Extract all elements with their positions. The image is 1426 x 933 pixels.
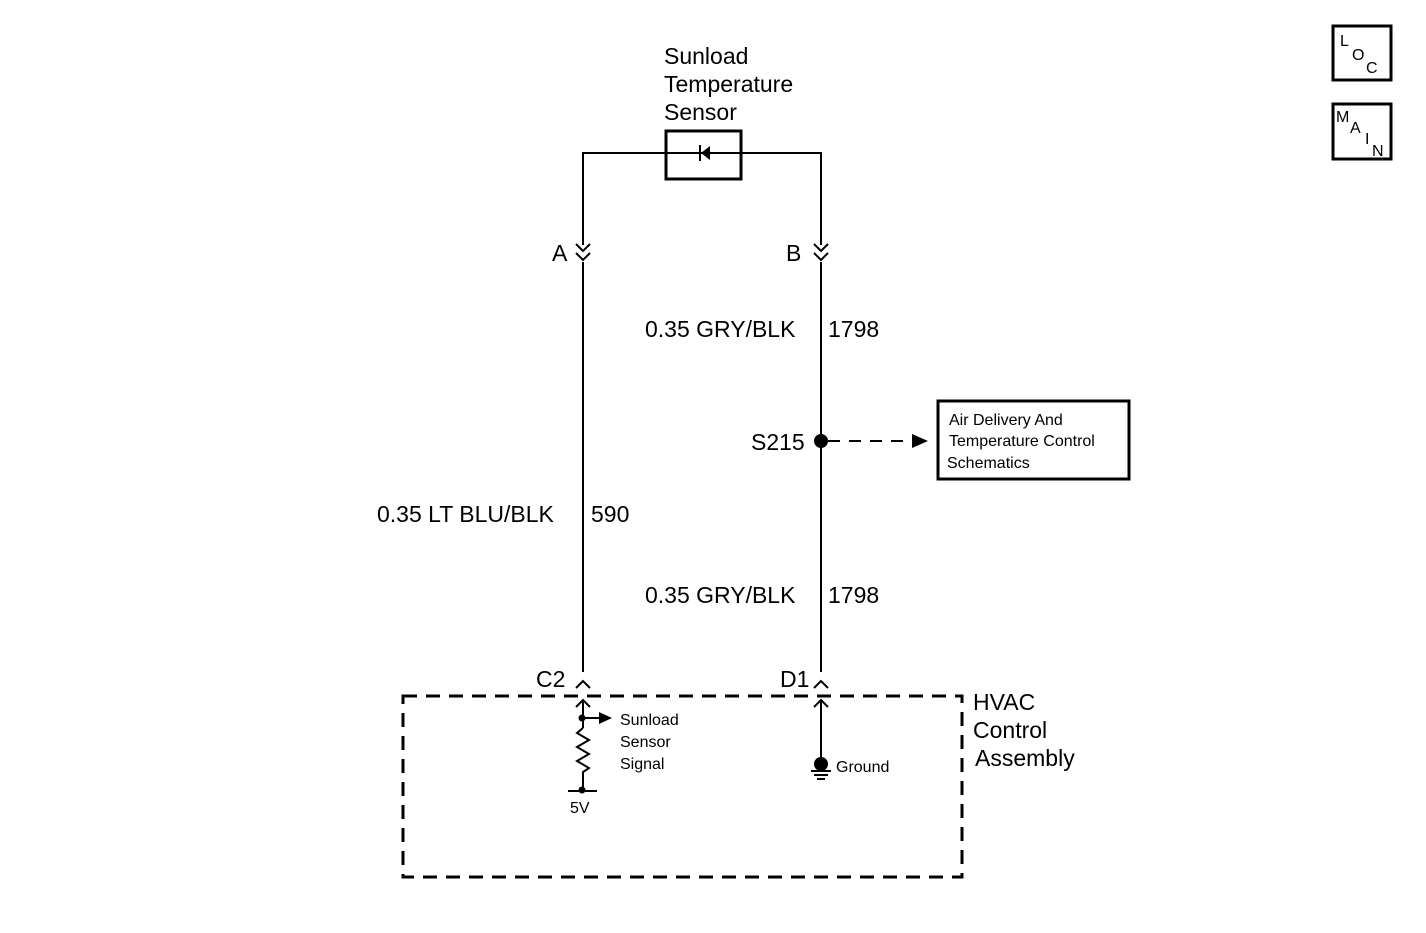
splice-label: S215 xyxy=(751,429,805,455)
wire-sensor-to-b xyxy=(741,152,822,245)
splice-s215: S215 xyxy=(751,429,928,455)
main-letter-3: I xyxy=(1365,131,1369,148)
connector-c2: C2 xyxy=(536,666,591,692)
connector-a-label: A xyxy=(552,240,568,266)
wire-circuit-upper: 1798 xyxy=(828,316,879,342)
main-letter-1: M xyxy=(1336,109,1349,126)
sensor-title-line-2: Temperature xyxy=(664,71,793,97)
reference-line-2: Temperature Control xyxy=(949,433,1095,450)
connector-b-icon xyxy=(813,243,829,262)
splice-dot-icon xyxy=(814,434,828,448)
reference-line-3: Schematics xyxy=(947,455,1030,472)
wire-sensor-to-a xyxy=(582,152,666,245)
connector-a-icon xyxy=(575,243,591,262)
reference-line-1: Air Delivery And xyxy=(949,412,1063,429)
main-letter-4: N xyxy=(1372,143,1384,160)
wire-circuit-left: 590 xyxy=(591,501,629,527)
reference-air-delivery-link[interactable]: Air Delivery And Temperature Control Sch… xyxy=(936,399,1131,481)
wire-circuit-lower: 1798 xyxy=(828,582,879,608)
hvac-control-assembly: HVAC Control Assembly Sunload Sensor Sig… xyxy=(401,689,1075,879)
connector-b: B xyxy=(786,240,829,266)
connector-b-label: B xyxy=(786,240,801,266)
supply-label: 5V xyxy=(570,800,590,817)
main-letter-2: A xyxy=(1350,120,1361,137)
ground-dot-icon xyxy=(814,757,828,771)
connector-c2-icon xyxy=(575,679,591,689)
signal-arrow-icon xyxy=(599,712,612,724)
ground-label: Ground xyxy=(836,759,889,776)
connector-d1: D1 xyxy=(780,666,829,692)
module-title-line-2: Control xyxy=(973,717,1047,743)
sunload-signal-circuit: Sunload Sensor Signal 5V xyxy=(568,698,679,817)
arrow-right-icon xyxy=(912,434,928,448)
ground-icon xyxy=(811,770,831,780)
main-button[interactable]: M A I N xyxy=(1331,102,1393,161)
sensor-title-line-1: Sunload xyxy=(664,43,748,69)
photodiode-icon xyxy=(666,145,741,161)
sensor-wiring xyxy=(582,152,822,672)
loc-button[interactable]: L O C xyxy=(1331,24,1393,82)
loc-letter-1: L xyxy=(1340,33,1349,50)
connector-d1-icon xyxy=(813,679,829,689)
loc-letter-2: O xyxy=(1352,47,1364,64)
resistor-icon xyxy=(575,727,591,790)
module-title-line-1: HVAC xyxy=(973,689,1035,715)
signal-label-line-3: Signal xyxy=(620,756,664,773)
connector-d1-label: D1 xyxy=(780,666,809,692)
connector-c2-label: C2 xyxy=(536,666,565,692)
loc-letter-3: C xyxy=(1366,60,1378,77)
sensor-body xyxy=(664,129,743,181)
ground-circuit: Ground xyxy=(811,698,889,780)
loc-button-frame[interactable] xyxy=(1331,24,1393,82)
signal-label-line-2: Sensor xyxy=(620,734,671,751)
module-boundary xyxy=(401,694,964,879)
sunload-temperature-sensor: Sunload Temperature Sensor xyxy=(664,43,793,181)
sensor-title-line-3: Sensor xyxy=(664,99,737,125)
connector-a: A xyxy=(552,240,591,266)
reference-box[interactable] xyxy=(936,399,1131,481)
main-button-frame[interactable] xyxy=(1331,102,1393,161)
signal-label-line-1: Sunload xyxy=(620,712,679,729)
wire-label-left: 0.35 LT BLU/BLK xyxy=(377,501,555,527)
wire-label-upper: 0.35 GRY/BLK xyxy=(645,316,796,342)
wire-label-lower: 0.35 GRY/BLK xyxy=(645,582,796,608)
module-title-line-3: Assembly xyxy=(975,745,1075,771)
